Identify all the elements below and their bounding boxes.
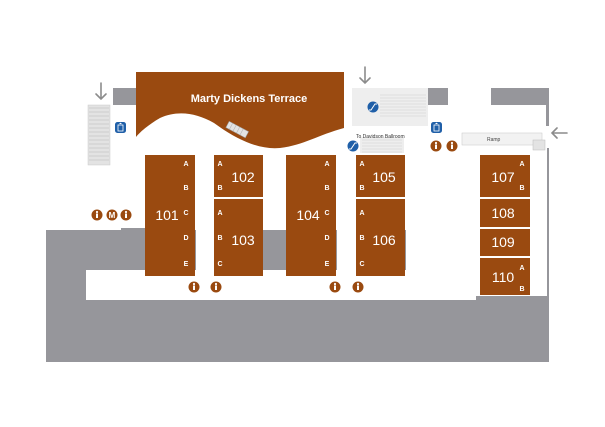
ballroom-stairs bbox=[352, 88, 428, 153]
ramp-stairs bbox=[532, 139, 546, 151]
room-106[interactable]: 106 A B C bbox=[356, 199, 405, 276]
room-108-shape bbox=[480, 199, 530, 227]
escalator-icon[interactable] bbox=[367, 101, 379, 113]
room-101-shape bbox=[145, 155, 195, 276]
room-108-number: 108 bbox=[491, 205, 515, 221]
restroom-icon[interactable] bbox=[91, 209, 103, 221]
restroom-icon[interactable] bbox=[210, 281, 222, 293]
room-105-number: 105 bbox=[372, 169, 396, 185]
room-105-section-a: A bbox=[359, 161, 364, 168]
room-103-section-a: A bbox=[217, 210, 222, 217]
room-107-section-a: A bbox=[519, 161, 524, 168]
ramp-body bbox=[461, 132, 543, 146]
restroom-icon[interactable] bbox=[329, 281, 341, 293]
room-110-shape bbox=[480, 258, 530, 295]
room-107-shape bbox=[480, 155, 530, 197]
room-103-section-c: C bbox=[217, 261, 222, 268]
ramp: Ramp bbox=[461, 132, 546, 151]
room-106-section-c: C bbox=[359, 261, 364, 268]
room-103-section-b: B bbox=[217, 235, 222, 242]
room-104-section-a: A bbox=[324, 161, 329, 168]
elevator-icon[interactable] bbox=[115, 122, 126, 133]
ballroom-stairs-lower-steps bbox=[362, 139, 402, 153]
room-106-section-b: B bbox=[359, 235, 364, 242]
room-102-number: 102 bbox=[231, 169, 255, 185]
room-103-shape bbox=[214, 199, 263, 276]
entrance-arrow-icon bbox=[95, 82, 107, 101]
room-110-section-b: B bbox=[519, 286, 524, 293]
restroom-icon[interactable] bbox=[120, 209, 132, 221]
terrace: Marty Dickens Terrace bbox=[136, 72, 344, 149]
room-102-shape bbox=[214, 155, 263, 197]
room-103-number: 103 bbox=[231, 232, 255, 248]
room-101-section-e: E bbox=[184, 261, 189, 268]
floor-top-left bbox=[113, 88, 138, 108]
room-101[interactable]: 101 A B C D E bbox=[145, 155, 195, 276]
left-stairs bbox=[87, 104, 111, 166]
terrace-label: Marty Dickens Terrace bbox=[191, 93, 308, 105]
entrance-arrow-icon bbox=[359, 66, 371, 85]
room-102-section-a: A bbox=[217, 161, 222, 168]
room-106-number: 106 bbox=[372, 232, 396, 248]
corridor-gap-2 bbox=[337, 150, 357, 280]
room-110-number: 110 bbox=[492, 269, 515, 285]
room-109-number: 109 bbox=[491, 234, 515, 250]
restroom-icon[interactable] bbox=[352, 281, 364, 293]
room-110-section-a: A bbox=[519, 265, 524, 272]
terrace-shape bbox=[136, 72, 344, 149]
restroom-icon[interactable] bbox=[446, 140, 458, 152]
room-109[interactable]: 109 bbox=[480, 229, 530, 256]
restroom-icon[interactable] bbox=[188, 281, 200, 293]
room-104-shape bbox=[286, 155, 336, 276]
corridor-bottom-right bbox=[406, 150, 476, 300]
room-101-section-c: C bbox=[183, 210, 188, 217]
terrace-bench bbox=[225, 120, 249, 139]
room-107[interactable]: 107 A B bbox=[480, 155, 530, 197]
ballroom-stairs-steps bbox=[380, 94, 426, 117]
room-102-section-b: B bbox=[217, 185, 222, 192]
room-104-section-d: D bbox=[324, 235, 329, 242]
room-110[interactable]: 110 A B bbox=[480, 258, 530, 295]
ramp-label: Ramp bbox=[487, 137, 501, 143]
corridor-gap-1 bbox=[196, 150, 216, 280]
restroom-icon[interactable] bbox=[430, 140, 442, 152]
room-106-shape bbox=[356, 199, 405, 276]
room-104-section-b: B bbox=[324, 185, 329, 192]
room-105-shape bbox=[356, 155, 405, 197]
room-101-section-a: A bbox=[183, 161, 188, 168]
elevator-icon[interactable] bbox=[431, 122, 442, 133]
room-106-section-a: A bbox=[359, 210, 364, 217]
room-103[interactable]: 103 A B C bbox=[214, 199, 263, 276]
room-102[interactable]: 102 A B bbox=[214, 155, 263, 197]
left-stairs-steps bbox=[89, 107, 109, 161]
entrance-arrow-icon bbox=[550, 127, 568, 139]
room-107-number: 107 bbox=[491, 169, 515, 185]
room-104[interactable]: 104 A B C D E bbox=[286, 155, 336, 276]
restroom-icon[interactable]: M bbox=[106, 209, 118, 221]
room-101-section-b: B bbox=[183, 185, 188, 192]
room-101-number: 101 bbox=[155, 207, 179, 223]
escalator-icon[interactable] bbox=[347, 140, 359, 152]
ballroom-label: To Davidson Ballroom bbox=[356, 134, 405, 140]
restroom-m-label: M bbox=[109, 211, 116, 220]
room-107-section-b: B bbox=[519, 185, 524, 192]
room-108[interactable]: 108 bbox=[480, 199, 530, 227]
room-105-section-b: B bbox=[359, 185, 364, 192]
room-109-shape bbox=[480, 229, 530, 256]
room-105[interactable]: 105 A B bbox=[356, 155, 405, 197]
room-104-number: 104 bbox=[296, 207, 320, 223]
room-104-section-e: E bbox=[325, 261, 330, 268]
room-104-section-c: C bbox=[324, 210, 329, 217]
room-101-section-d: D bbox=[183, 235, 188, 242]
